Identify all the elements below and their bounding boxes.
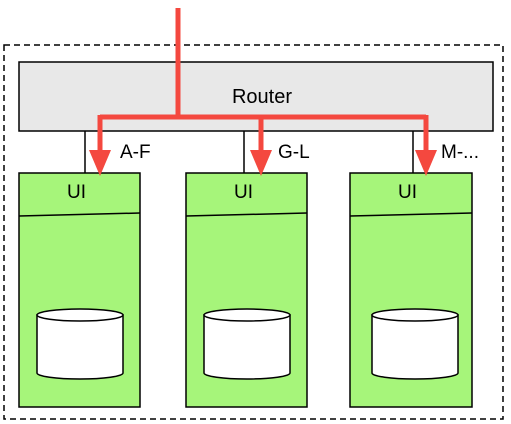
node-1: UI bbox=[18, 172, 141, 408]
route-label-2: G-L bbox=[278, 142, 310, 163]
node-3: UI bbox=[349, 172, 473, 408]
node-header-label: UI bbox=[398, 182, 417, 203]
request-routing-arrows bbox=[89, 8, 437, 176]
route-label-3: M-... bbox=[441, 142, 479, 163]
database-icon bbox=[371, 308, 459, 380]
node-header-divider bbox=[18, 212, 141, 217]
route-label-1: A-F bbox=[120, 142, 151, 163]
node-2: UI bbox=[185, 172, 308, 408]
arrowhead-1 bbox=[89, 150, 111, 176]
node-header-divider bbox=[349, 212, 473, 217]
arrowhead-2 bbox=[250, 150, 272, 176]
arrowhead-3 bbox=[415, 150, 437, 176]
router-label: Router bbox=[232, 86, 292, 108]
database-icon bbox=[36, 308, 124, 380]
node-header-label: UI bbox=[67, 182, 86, 203]
database-icon bbox=[203, 308, 291, 380]
cluster-boundary bbox=[3, 44, 504, 420]
node-header-label: UI bbox=[234, 182, 253, 203]
node-header-divider bbox=[185, 212, 308, 217]
